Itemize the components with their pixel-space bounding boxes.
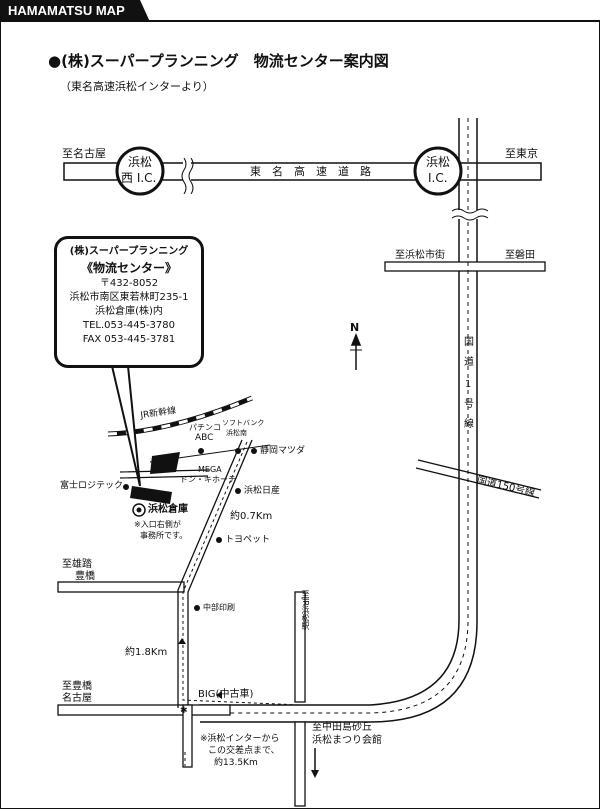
info-pointer [110, 365, 141, 487]
softbank-label: ソフトバンク [222, 419, 265, 427]
mega-donki-label-2: ドン・キホーテ [180, 475, 236, 484]
ic-west-circle [115, 146, 165, 196]
interchange-note-2: この交差点まで、 [208, 746, 280, 756]
highway-name-char: 道 [338, 165, 349, 178]
local-road [177, 439, 253, 708]
to-nakatajima-label: 至中田島砂丘 [312, 722, 372, 733]
highway-name-char: 路 [360, 165, 371, 178]
entrance-note: ※入口右側が [134, 520, 181, 529]
page-subtitle: （東名高速浜松インターより） [60, 80, 214, 93]
route150-road [415, 459, 542, 499]
toyopet-label: トヨペット [225, 535, 271, 545]
ic-east-circle [413, 146, 463, 196]
to-toyohashi-label: 至豊橋 [62, 681, 92, 692]
route1-centerline [180, 118, 469, 714]
shizuoka-mazda-label: 静岡マツダ [260, 446, 306, 456]
highway-name-char: 名 [272, 165, 283, 178]
route1-char: 1 [465, 379, 472, 390]
to-hamamatsu-shigai-label: 至浜松市街 [395, 250, 445, 261]
entrance-note-2: 事務所です。 [140, 531, 188, 540]
road-interchange-approach [182, 704, 193, 768]
interchange-note: ※浜松インターから [200, 734, 280, 744]
highway-name-char: 東 [250, 165, 261, 178]
chubu-insatsu-label: 中部印刷 [203, 603, 235, 612]
big-usedcar-label: BIG(中古車) [198, 689, 254, 700]
hamamatsu-nissan-label: 浜松日産 [244, 486, 281, 496]
to-toyohashi-label-2: 名古屋 [62, 693, 92, 704]
company-name: (株)スーパープランニング [69, 246, 189, 257]
mega-donki-label: MEGA [198, 465, 222, 474]
route1-char: 道 [464, 357, 474, 368]
route1-char: 線 [464, 419, 474, 430]
road-toyohashi [57, 704, 231, 716]
postal-code: 〒432-8052 [99, 278, 159, 289]
highway-name-char: 速 [316, 165, 327, 178]
to-nagoya-label: 至名古屋 [62, 147, 106, 160]
ic-east-label-1: 浜松 [426, 155, 451, 169]
distance-07: 約0.7Km [230, 511, 273, 522]
compass-arrow [350, 332, 362, 370]
ic-west-label-1: 浜松 [128, 155, 153, 169]
hamamatsu-soko-label: 浜松倉庫 [148, 504, 188, 515]
ic-east-label-2: I.C. [428, 171, 448, 185]
telephone: TEL.053-445-3780 [82, 320, 176, 331]
to-yuto-label-2: 豊橋 [75, 571, 95, 582]
care-of: 浜松倉庫(株)内 [95, 306, 163, 317]
header-rule [0, 20, 600, 22]
svg-text:✱: ✱ [180, 706, 188, 716]
to-jr-station-label: 至JR浜松駅 [301, 590, 310, 630]
south-arrow [311, 770, 319, 778]
route1-break-mark [451, 208, 489, 221]
map-title-tab: HAMAMATSU MAP [0, 0, 150, 22]
mega-donki-building [150, 452, 180, 474]
page-title: ●(株)スーパープランニング 物流センター案内図 [48, 52, 389, 70]
pachinko-label: パチンコ [189, 423, 221, 432]
road-yuto [57, 581, 185, 593]
local-road-route [182, 441, 301, 706]
to-yuto-label: 至雄踏 [62, 559, 92, 570]
route1-char: 号 [464, 399, 474, 410]
company-info-box: (株)スーパープランニング 《物流センター》 〒432-8052 浜松市南区東若… [54, 236, 204, 368]
to-nakatajima-label-2: 浜松まつり会館 [312, 735, 382, 746]
compass-north: N [350, 321, 360, 334]
interchange-note-3: 約13.5Km [214, 758, 258, 768]
distance-18: 約1.8Km [125, 647, 168, 658]
warehouse-building [130, 486, 172, 504]
highway-break-mark [181, 157, 194, 195]
pachinko-label-2: ABC [195, 433, 214, 443]
road-jr-station [294, 591, 306, 703]
softbank-label-2: 浜松南 [226, 429, 247, 437]
route-arrows [178, 638, 222, 699]
route1-char: 国 [464, 337, 474, 348]
ic-west-label-2: 西 I.C. [121, 171, 157, 185]
landmark-dots [123, 448, 257, 611]
fuji-logitech-label: 富士ロジテック [60, 481, 124, 491]
center-name: 《物流センター》 [80, 261, 177, 275]
highway-name-char: 高 [294, 165, 305, 178]
road-nakatajima [294, 721, 306, 807]
to-iwata-label: 至磐田 [505, 250, 535, 261]
route1-road [199, 118, 478, 723]
to-tokyo-label: 至東京 [505, 147, 538, 160]
fax: FAX 053-445-3781 [82, 334, 176, 345]
address: 浜松市南区東若林町235-1 [69, 292, 189, 303]
